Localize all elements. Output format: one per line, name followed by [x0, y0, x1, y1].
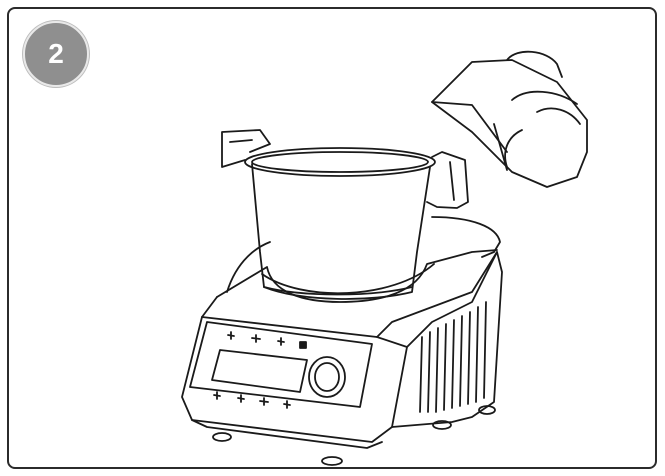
step-number: 2 — [48, 38, 64, 69]
step-badge: 2 — [23, 21, 89, 87]
illustration-panel: 2 — [7, 7, 657, 469]
appliance-illustration — [181, 50, 588, 466]
mixing-bowl-icon — [221, 129, 469, 300]
measuring-jug-icon — [431, 50, 588, 188]
appliance-base-icon — [181, 216, 503, 466]
